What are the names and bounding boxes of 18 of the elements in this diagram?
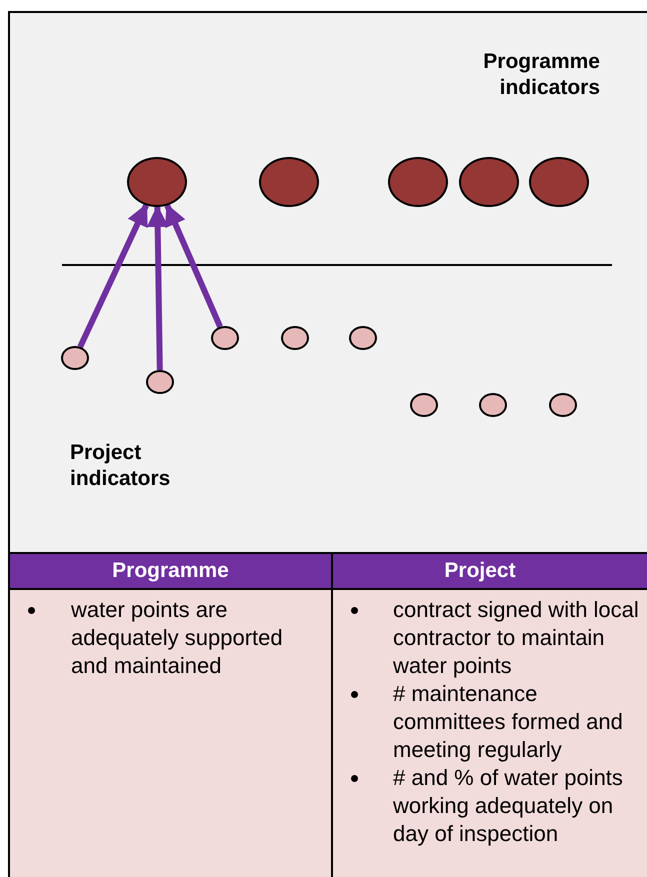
bullet-text: contract signed with local contractor to maintain water points — [393, 597, 639, 678]
project-indicator-circle — [349, 326, 377, 350]
bullet-text: # maintenance committees formed and meeting regularly — [393, 681, 623, 762]
project-indicator-circle — [211, 326, 239, 350]
project-indicator-circle — [146, 370, 174, 394]
heading: Programme indicators — [482, 49, 600, 101]
column-header: Project — [331, 552, 647, 590]
column-header: Programme — [10, 552, 331, 590]
project-indicator-circle — [479, 393, 507, 417]
bullet-text: # and % of water points working adequately on day of inspection — [393, 765, 623, 846]
heading: Project indicators — [70, 440, 172, 492]
arrow — [164, 204, 223, 328]
project-indicator-circle — [549, 393, 577, 417]
project-indicator-circle — [61, 346, 89, 370]
arrow — [77, 204, 149, 348]
project-indicator-circle — [281, 326, 309, 350]
bullet-text: water points are adequately supported and maintained — [71, 597, 283, 678]
project-indicator-circle — [410, 393, 438, 417]
